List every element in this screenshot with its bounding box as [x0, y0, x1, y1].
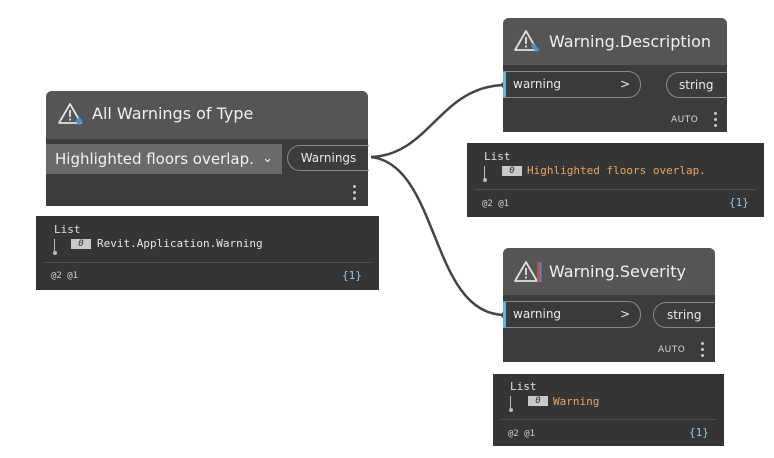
node-warning-severity[interactable]: Warning.Severity warning > string AUTO: [503, 248, 715, 362]
preview-tree-line: [54, 239, 55, 253]
preview-item-index: 0: [502, 166, 522, 176]
preview-separator: [475, 189, 756, 190]
preview-item-value: Highlighted floors overlap.: [527, 164, 706, 177]
preview-all-warnings: List 0 Revit.Application.Warning @2 @1 {…: [36, 216, 379, 290]
preview-count: {1}: [729, 196, 749, 209]
input-port-warning[interactable]: warning >: [503, 301, 641, 328]
warning-triangle-icon: [514, 261, 542, 282]
lacing-label[interactable]: AUTO: [671, 115, 699, 125]
port-accent: [503, 302, 506, 327]
input-port-warning[interactable]: warning >: [503, 71, 641, 98]
preview-levels: @2 @1: [482, 199, 510, 209]
wire-to-severity[interactable]: [370, 155, 506, 317]
node-menu-icon[interactable]: [353, 185, 356, 203]
preview-description: List 0 Highlighted floors overlap. @2 @1…: [467, 143, 764, 217]
preview-count: {1}: [342, 269, 362, 282]
preview-levels: @2 @1: [51, 271, 79, 281]
dropdown-selected-value: Highlighted floors overlap.: [55, 150, 254, 168]
node-warning-description[interactable]: Warning.Description warning > string AUT…: [503, 18, 727, 132]
port-accent: [503, 72, 506, 97]
warning-type-dropdown[interactable]: Highlighted floors overlap. ⌄: [46, 144, 282, 174]
input-port-arrow: >: [619, 77, 630, 91]
node-header[interactable]: [503, 18, 727, 65]
node-menu-icon[interactable]: [701, 342, 704, 360]
input-port-label: warning: [513, 77, 562, 91]
wire-to-description[interactable]: [370, 83, 506, 159]
node-all-warnings-of-type[interactable]: All Warnings of Type Highlighted floors …: [46, 91, 369, 206]
lacing-label[interactable]: AUTO: [658, 345, 686, 355]
preview-item-value: Revit.Application.Warning: [97, 237, 263, 250]
preview-tree-dot: [52, 251, 57, 255]
input-port-label: warning: [513, 307, 562, 321]
preview-item-index: 0: [528, 396, 548, 406]
output-port-string[interactable]: string: [653, 302, 715, 328]
node-header[interactable]: [46, 91, 368, 139]
preview-tree-line: [484, 166, 485, 180]
output-port-label: string: [679, 78, 714, 92]
preview-tree-dot: [508, 408, 513, 412]
preview-levels: @2 @1: [508, 429, 536, 439]
preview-item-value: Warning: [553, 395, 600, 408]
preview-separator: [44, 262, 371, 263]
preview-list-header: List: [484, 150, 511, 163]
preview-count: {1}: [689, 426, 709, 439]
preview-list-header: List: [510, 380, 537, 393]
output-port-label: Warnings: [300, 151, 357, 165]
preview-severity: List 0 Warning @2 @1 {1}: [493, 374, 724, 446]
warning-triangle-icon: [514, 30, 540, 52]
preview-tree-dot: [482, 178, 487, 182]
output-port-label: string: [667, 308, 702, 322]
node-title: Warning.Description: [549, 32, 711, 51]
preview-tree-line: [510, 396, 511, 410]
chevron-down-icon: ⌄: [262, 151, 273, 166]
node-title: All Warnings of Type: [92, 104, 254, 123]
output-port-string[interactable]: string: [666, 72, 727, 98]
preview-separator: [501, 419, 716, 420]
warning-triangle-icon: [58, 103, 83, 125]
output-port-warnings[interactable]: Warnings: [287, 145, 369, 171]
preview-list-header: List: [54, 223, 81, 236]
preview-item-index: 0: [71, 239, 91, 249]
node-menu-icon[interactable]: [714, 112, 717, 130]
input-port-arrow: >: [619, 307, 630, 321]
node-title: Warning.Severity: [549, 262, 686, 281]
